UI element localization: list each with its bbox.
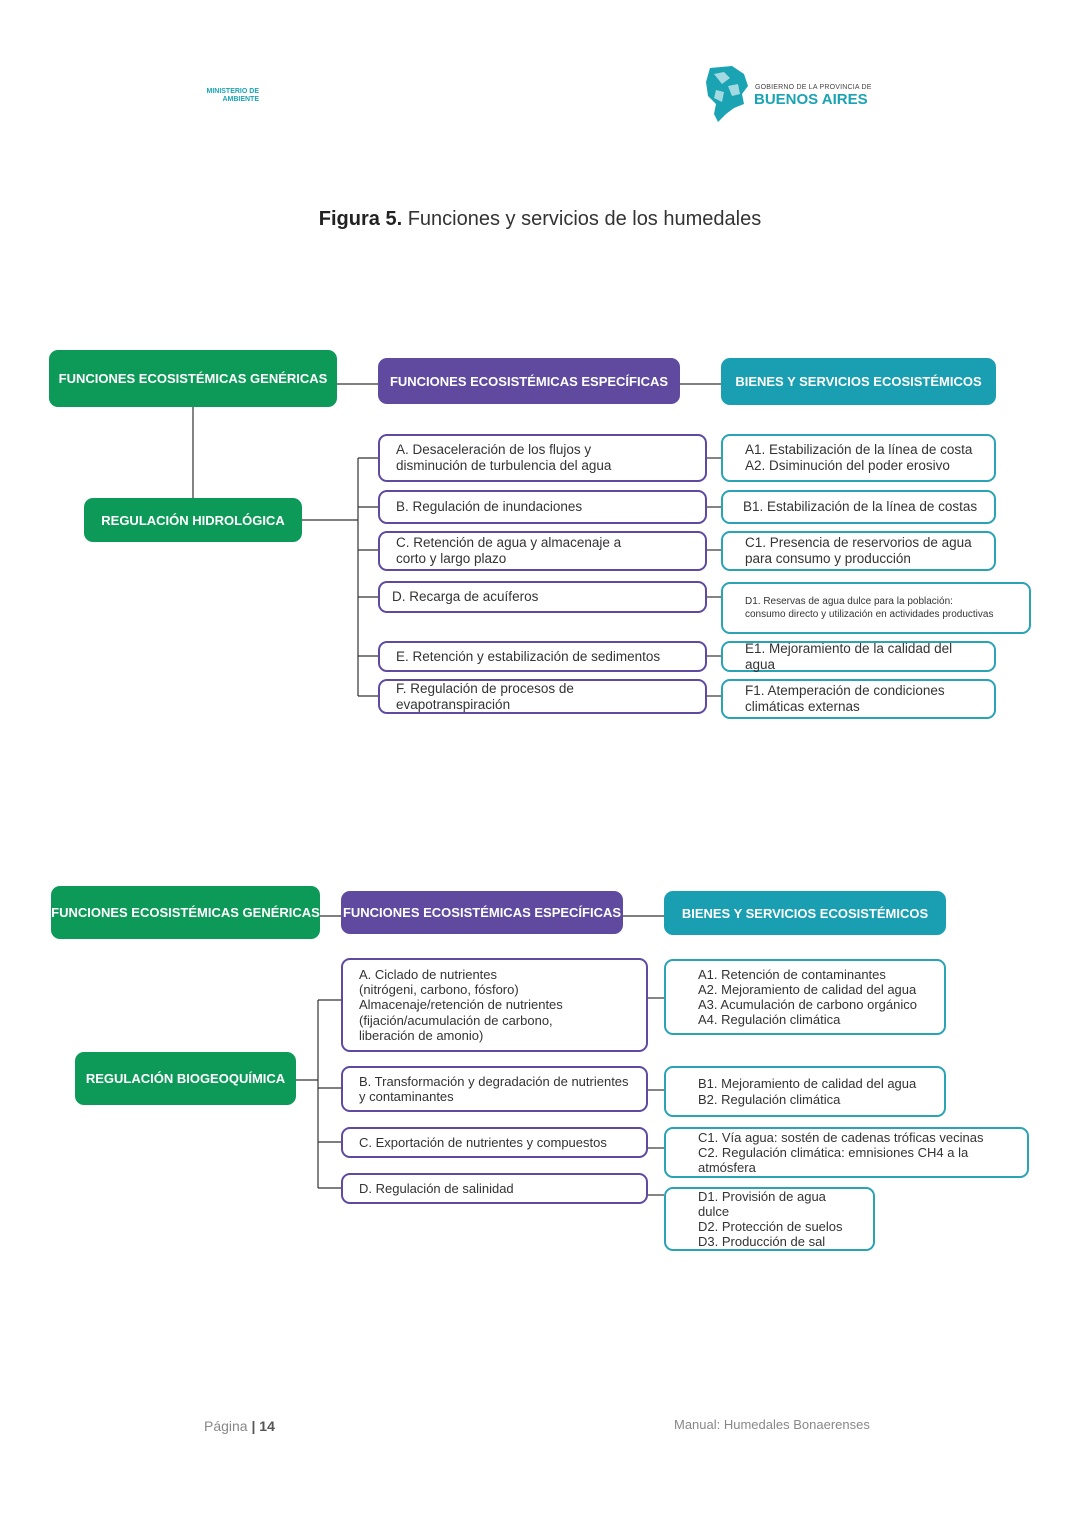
diagram1-services-header: BIENES Y SERVICIOS ECOSISTÉMICOS <box>721 358 996 405</box>
manual-title: Manual: Humedales Bonaerenses <box>674 1417 870 1432</box>
figure-title: Figura 5. Funciones y servicios de los h… <box>0 208 1080 231</box>
diagram2-goods-d: D1. Provisión de agua dulce D2. Protecci… <box>664 1187 875 1251</box>
diagram1-generic-header: FUNCIONES ECOSISTÉMICAS GENÉRICAS <box>49 350 337 407</box>
diagram2-goods-b: B1. Mejoramiento de calidad del agua B2.… <box>664 1066 946 1117</box>
ministry-logo: MINISTERIO DE AMBIENTE <box>206 88 259 103</box>
diagram1-function-a: A. Desaceleración de los flujos y dismin… <box>378 434 707 482</box>
province-map-icon <box>706 66 748 122</box>
diagram2-function-d: D. Regulación de salinidad <box>341 1173 648 1204</box>
diagram2-function-b: B. Transformación y degradación de nutri… <box>341 1066 648 1112</box>
diagram1-specific-header: FUNCIONES ECOSISTÉMICAS ESPECÍFICAS <box>378 358 680 404</box>
diagram1-function-f: F. Regulación de procesos de evapotransp… <box>378 679 707 714</box>
diagram1-function-c: C. Retención de agua y almacenaje a cort… <box>378 531 707 571</box>
diagram1-goods-a: A1. Estabilización de la línea de costa … <box>721 434 996 482</box>
diagram1-goods-b: B1. Estabilización de la línea de costas <box>721 490 996 524</box>
figure-label: Figura 5. <box>318 208 403 230</box>
page-label: Página <box>204 1418 248 1434</box>
diagram1-goods-e: E1. Mejoramiento de la calidad del agua <box>721 641 996 672</box>
diagram1-function-e: E. Retención y estabilización de sedimen… <box>378 641 707 672</box>
province-logo: GOBIERNO DE LA PROVINCIA DE BUENOS AIRES <box>704 64 884 126</box>
gov-small-text: GOBIERNO DE LA PROVINCIA DE <box>755 84 872 91</box>
diagram2-category: REGULACIÓN BIOGEOQUÍMICA <box>75 1052 296 1105</box>
diagram2-services-header: BIENES Y SERVICIOS ECOSISTÉMICOS <box>664 891 946 935</box>
diagram1-goods-f: F1. Atemperación de condiciones climátic… <box>721 679 996 719</box>
diagram2-goods-a: A1. Retención de contaminantes A2. Mejor… <box>664 959 946 1035</box>
diagram1-function-d: D. Recarga de acuíferos <box>378 581 707 613</box>
page-footer-number: Página | 14 <box>204 1418 275 1434</box>
diagram1-function-b: B. Regulación de inundaciones <box>378 490 707 524</box>
diagram1-goods-d: D1. Reservas de agua dulce para la pobla… <box>721 582 1031 634</box>
page-number: 14 <box>259 1418 275 1434</box>
diagram1-goods-c: C1. Presencia de reservorios de agua par… <box>721 531 996 571</box>
diagram2-goods-c: C1. Vía agua: sostén de cadenas tróficas… <box>664 1127 1029 1178</box>
diagram2-function-a: A. Ciclado de nutrientes (nitrógeni, car… <box>341 958 648 1052</box>
diagram1-category: REGULACIÓN HIDROLÓGICA <box>84 498 302 542</box>
gov-big-text: BUENOS AIRES <box>754 91 868 108</box>
diagram2-function-c: C. Exportación de nutrientes y compuesto… <box>341 1127 648 1158</box>
diagram2-generic-header: FUNCIONES ECOSISTÉMICAS GENÉRICAS <box>51 886 320 939</box>
figure-caption: Funciones y servicios de los humedales <box>407 208 762 230</box>
diagram2-specific-header: FUNCIONES ECOSISTÉMICAS ESPECÍFICAS <box>341 891 623 934</box>
